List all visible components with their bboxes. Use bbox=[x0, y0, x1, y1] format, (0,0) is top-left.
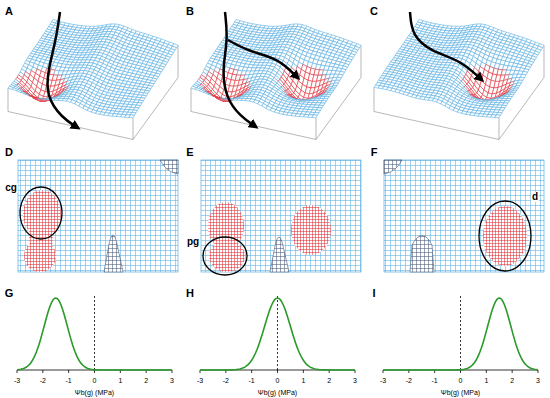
surface-cell bbox=[336, 77, 342, 80]
surface-edge bbox=[499, 118, 500, 140]
surface-edge bbox=[178, 45, 179, 77]
surface-cell bbox=[129, 115, 135, 118]
surface-cell bbox=[312, 115, 318, 118]
surface-cell bbox=[325, 94, 331, 96]
surface-edge bbox=[191, 88, 192, 111]
surface-floor bbox=[374, 78, 544, 140]
energy-surface bbox=[191, 19, 361, 139]
surface-edge bbox=[133, 118, 134, 140]
surface-edge bbox=[316, 118, 317, 140]
energy-surface bbox=[8, 19, 178, 139]
surface-floor bbox=[191, 78, 361, 140]
surface-edge bbox=[374, 87, 375, 111]
surface-edge bbox=[361, 45, 362, 77]
surface-edge bbox=[8, 88, 9, 111]
surface-edge bbox=[544, 45, 545, 77]
surface-floor bbox=[8, 78, 178, 140]
surface-cell bbox=[337, 74, 343, 77]
energy-surface bbox=[374, 19, 544, 139]
